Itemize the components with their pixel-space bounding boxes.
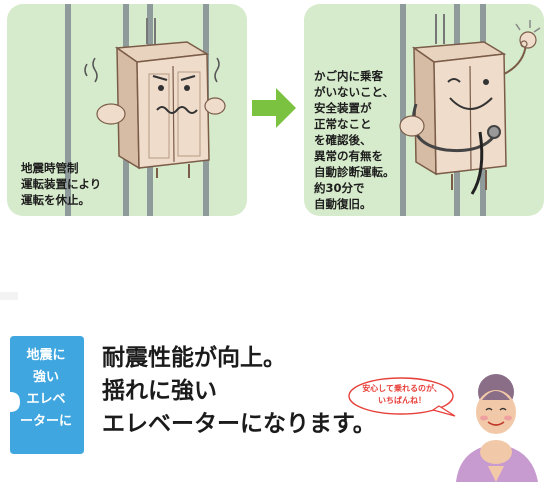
right-arrow-icon	[252, 88, 296, 128]
caption-line: 地震時管制	[21, 161, 79, 175]
caption-line: かご内に乗客	[314, 69, 383, 83]
headline-line: 揺れに強い	[102, 378, 217, 404]
divider-mark	[0, 292, 18, 300]
headline-line: 耐震性能が向上。	[102, 345, 286, 371]
caption-line: がいないこと、	[314, 85, 395, 99]
speech-bubble-text: 安心して乗れるのが、 いちばんね！	[350, 383, 454, 407]
speech-bubble	[348, 377, 456, 417]
badge-line: 地震に	[26, 348, 66, 363]
badge-line: ーターに	[19, 414, 72, 429]
caption-line: 異常の有無を	[314, 149, 383, 163]
caption-line: を確認後、	[314, 133, 372, 147]
guide-rail	[400, 4, 406, 216]
guide-rail	[65, 4, 71, 216]
scared-elevator-illustration	[84, 18, 226, 178]
caption-right: かご内に乗客 がいないこと、 安全装置が 正常なこと を確認後、 異常の有無を …	[314, 68, 395, 212]
caption-line: 安全装置が	[314, 101, 372, 115]
caption-line: 約30分で	[314, 181, 365, 195]
caption-line: 正常なこと	[314, 117, 372, 131]
caption-line: 自動診断運転。	[314, 165, 395, 179]
caption-left: 地震時管制 運転装置により 運転を休止。	[21, 160, 101, 208]
bubble-line: 安心して乗れるのが、	[362, 384, 442, 393]
caption-line: 運転を休止。	[21, 193, 90, 207]
puzzle-badge	[10, 336, 84, 454]
headline-line: エレベーターになります。	[102, 411, 376, 437]
badge-line: 強い	[32, 370, 59, 385]
panel-auto-recovery: かご内に乗客 がいないこと、 安全装置が 正常なこと を確認後、 異常の有無を …	[304, 4, 544, 216]
badge-label: 地震に 強い エレベ ーターに	[14, 345, 78, 433]
checkup-elevator-illustration	[399, 14, 541, 195]
caption-line: 運転装置により	[21, 177, 102, 191]
panel-earthquake-stop: 地震時管制 運転装置により 運転を休止。	[7, 4, 247, 216]
badge-line: エレベ	[26, 392, 66, 407]
headline: 耐震性能が向上。 揺れに強い エレベーターになります。	[102, 342, 376, 441]
caption-line: 自動復旧。	[314, 197, 372, 211]
bubble-line: いちばんね！	[378, 396, 426, 405]
grandmother-illustration	[456, 374, 538, 482]
